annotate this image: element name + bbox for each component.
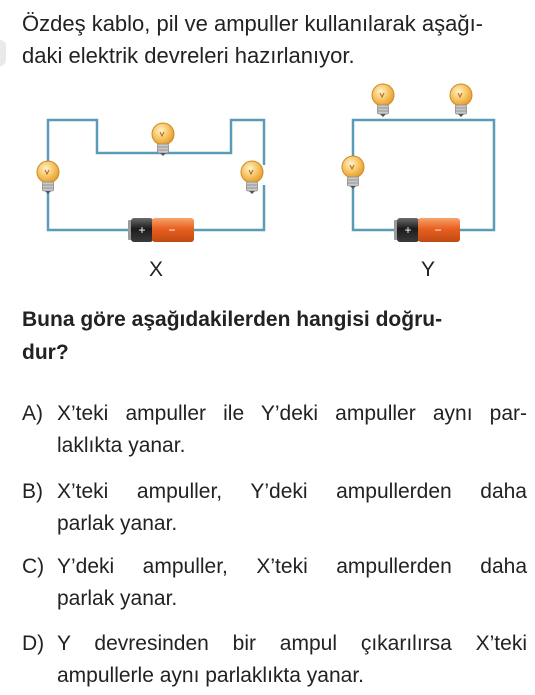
intro-line-2: daki elektrik devreleri hazırlanıyor. bbox=[22, 43, 355, 68]
circuit-x-label: X bbox=[149, 258, 164, 281]
question-line-2: dur? bbox=[22, 341, 69, 364]
option-d-line-2: ampullerle aynı parlaklıkta yanar. bbox=[57, 664, 364, 687]
circuit-y-wire bbox=[351, 118, 496, 232]
page-edge-mark bbox=[0, 40, 6, 66]
option-c-letter: C) bbox=[22, 555, 45, 578]
option-b-line-1: X’teki ampuller, Y’deki ampullerden daha bbox=[57, 480, 527, 503]
option-b-letter: B) bbox=[22, 480, 43, 503]
option-b-line-2: parlak yanar. bbox=[57, 512, 178, 535]
battery-y-minus: − bbox=[434, 223, 441, 237]
battery-y-plus: + bbox=[404, 223, 411, 237]
circuit-x: + − bbox=[36, 118, 266, 242]
bulb-icon-y-top-left bbox=[371, 83, 395, 118]
option-c-line-2: parlak yanar. bbox=[57, 587, 178, 610]
battery-x-plus: + bbox=[138, 223, 145, 237]
bulb-icon-x-right bbox=[240, 160, 264, 195]
question-text: Buna göre aşağıdakilerden hangisi doğru-… bbox=[22, 303, 527, 369]
battery-icon-x: + − bbox=[128, 218, 194, 242]
circuit-y-label: Y bbox=[421, 258, 436, 281]
option-a-line-1: X’teki ampuller ile Y’deki ampuller aynı… bbox=[57, 402, 527, 425]
option-a-letter: A) bbox=[22, 402, 43, 425]
option-d-line-1: Y devresinden bir ampul çıkarılırsa X’te… bbox=[57, 632, 527, 655]
battery-icon-y: + − bbox=[394, 218, 460, 242]
bulb-icon-y-left bbox=[341, 155, 365, 190]
bulb-icon-y-top-right bbox=[449, 83, 473, 118]
option-c-line-1: Y’deki ampuller, X’teki ampullerden daha bbox=[57, 555, 527, 578]
option-a-line-2: laklıkta yanar. bbox=[57, 434, 186, 457]
intro-line-1: Özdeş kablo, pil ve ampuller kullanılara… bbox=[22, 11, 484, 36]
circuit-y: + − bbox=[341, 83, 496, 242]
option-d-letter: D) bbox=[22, 632, 45, 655]
battery-x-minus: − bbox=[168, 223, 175, 237]
circuit-diagrams: + − + − bbox=[36, 83, 496, 242]
intro-text: Özdeş kablo, pil ve ampuller kullanılara… bbox=[22, 8, 527, 72]
question-line-1: Buna göre aşağıdakilerden hangisi doğru- bbox=[22, 308, 443, 331]
bulb-icon-x-top bbox=[151, 122, 175, 157]
bulb-icon-x-left bbox=[36, 160, 60, 195]
